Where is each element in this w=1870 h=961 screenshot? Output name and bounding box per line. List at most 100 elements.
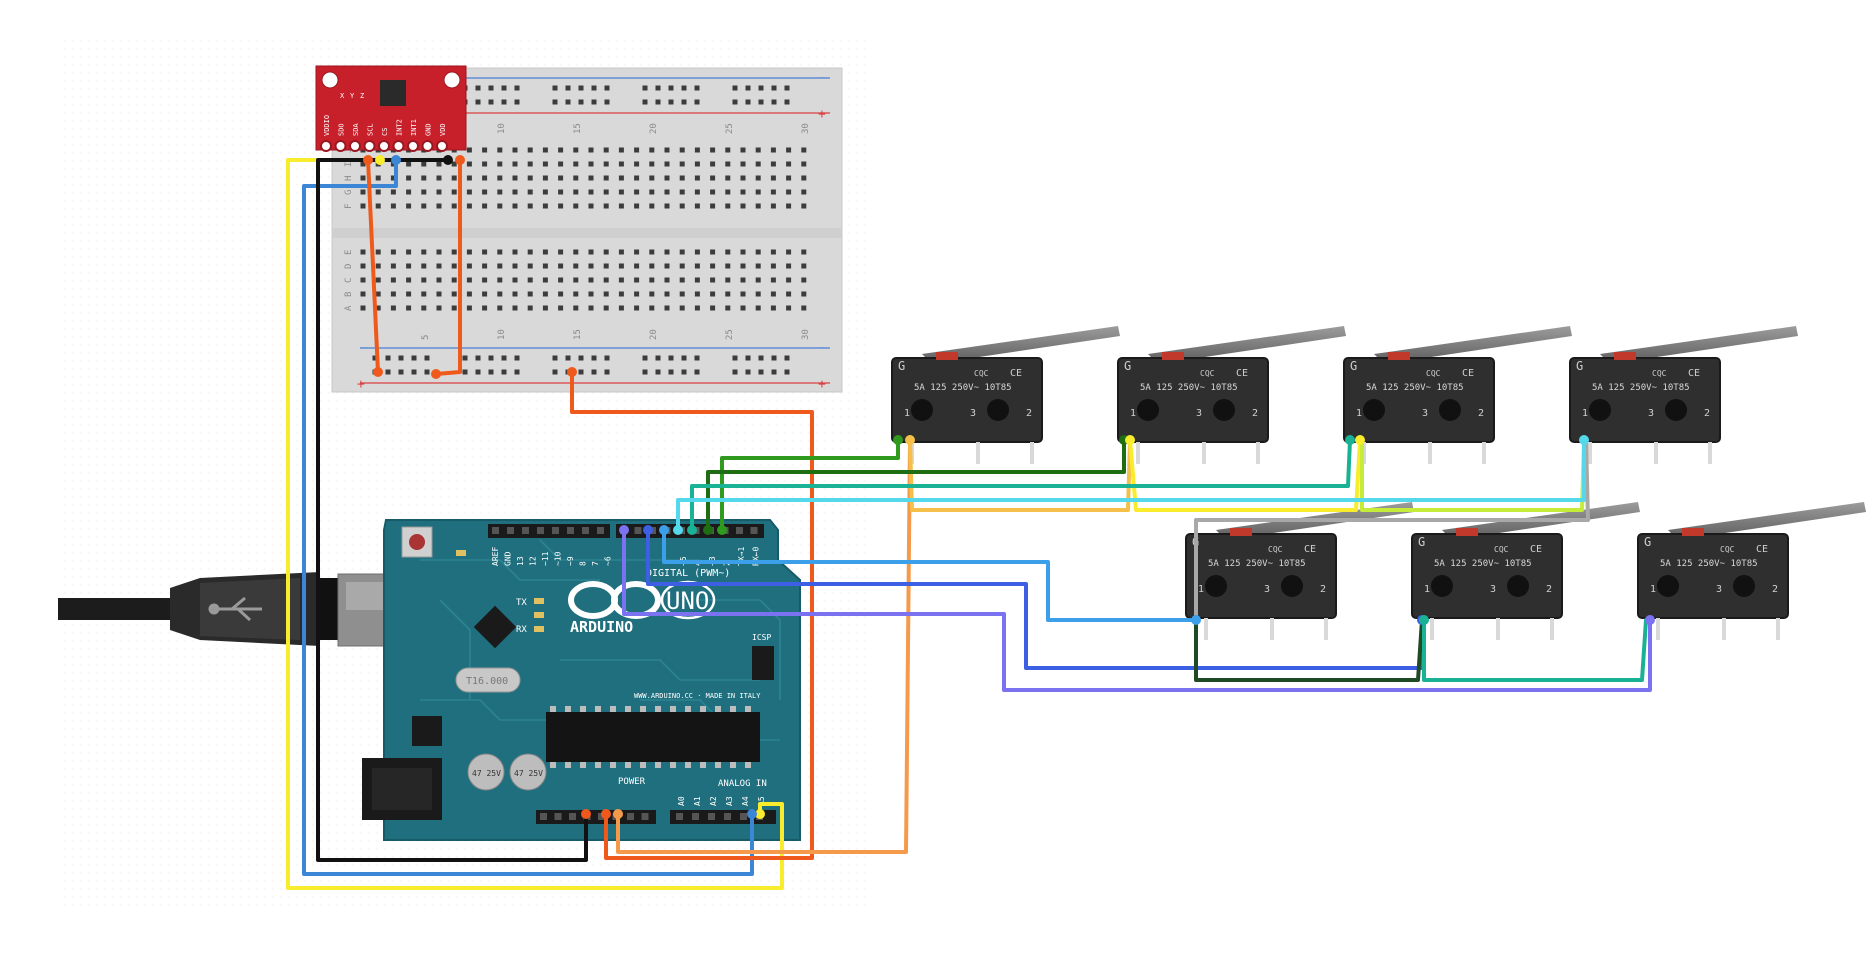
breadboard-hole — [786, 189, 792, 195]
breadboard-hole — [801, 291, 807, 297]
header-pin — [750, 527, 758, 534]
breadboard-hole — [421, 189, 427, 195]
switch-rating: 5A 125 250V~ 10T85 — [1592, 383, 1690, 393]
breadboard-hole — [497, 305, 503, 311]
breadboard-hole — [542, 203, 548, 209]
breadboard-hole — [618, 175, 624, 181]
rail-hole — [488, 355, 494, 361]
sensor-pin-label: SDO — [338, 123, 346, 136]
breadboard-hole — [664, 263, 670, 269]
switch-mount-hole — [1657, 575, 1679, 597]
breadboard-hole — [801, 147, 807, 153]
chip-pin — [655, 762, 661, 768]
breadboard-hole — [482, 277, 488, 283]
switch-g-mark: G — [1350, 359, 1357, 373]
switch-lever — [922, 326, 1120, 364]
analog-pin-label: A0 — [677, 796, 686, 806]
breadboard-hole — [634, 249, 640, 255]
column-number: 20 — [649, 329, 659, 340]
breadboard-hole — [725, 249, 731, 255]
axis-label: X — [340, 92, 345, 100]
breadboard-hole — [618, 277, 624, 283]
breadboard-hole — [755, 291, 761, 297]
wire-endpoint — [391, 155, 401, 165]
breadboard-hole — [542, 263, 548, 269]
breadboard-hole — [694, 263, 700, 269]
switch-rating: 5A 125 250V~ 10T85 — [1660, 559, 1758, 569]
row-letter: A — [344, 305, 354, 311]
breadboard-hole — [725, 263, 731, 269]
column-number: 5 — [421, 335, 431, 340]
breadboard-hole — [664, 189, 670, 195]
breadboard-hole — [588, 203, 594, 209]
breadboard-hole — [786, 305, 792, 311]
chip-pin — [610, 762, 616, 768]
chip-pin — [670, 706, 676, 712]
switch-ce-mark: CE — [1530, 544, 1542, 555]
breadboard-hole — [618, 203, 624, 209]
breadboard-hole — [451, 175, 457, 181]
breadboard-hole — [375, 277, 381, 283]
column-number: 25 — [725, 123, 735, 134]
header-pin — [692, 813, 699, 820]
breadboard-hole — [421, 161, 427, 167]
breadboard-hole — [679, 147, 685, 153]
rail-hole — [771, 99, 777, 105]
breadboard-hole — [451, 189, 457, 195]
rail-hole — [784, 85, 790, 91]
rail-hole — [668, 369, 674, 375]
breadboard-hole — [573, 203, 579, 209]
breadboard-hole — [694, 189, 700, 195]
breadboard-hole — [786, 249, 792, 255]
switch-terminal-label: 1 — [1356, 408, 1362, 419]
breadboard-hole — [740, 291, 746, 297]
breadboard-hole — [451, 277, 457, 283]
breadboard-hole — [527, 161, 533, 167]
switch-terminal — [1656, 618, 1660, 640]
rail-hole — [642, 85, 648, 91]
header-pin — [598, 813, 605, 820]
breadboard-hole — [603, 189, 609, 195]
wire-endpoint — [567, 367, 577, 377]
breadboard-hole — [634, 291, 640, 297]
switch-mount-hole — [1439, 399, 1461, 421]
breadboard-hole — [390, 291, 396, 297]
row-letter: I — [344, 162, 354, 167]
breadboard-hole — [573, 277, 579, 283]
capacitor-2 — [509, 753, 547, 791]
switch-body — [1570, 358, 1720, 442]
breadboard-hole — [512, 249, 518, 255]
breadboard-hole — [497, 277, 503, 283]
breadboard-hole — [497, 147, 503, 153]
rail-hole — [501, 85, 507, 91]
breadboard-hole — [664, 161, 670, 167]
breadboard-hole — [588, 147, 594, 153]
breadboard-hole — [664, 147, 670, 153]
switch-terminal — [1776, 618, 1780, 640]
wire-endpoint — [643, 525, 653, 535]
breadboard-hole — [406, 175, 412, 181]
breadboard-hole — [801, 263, 807, 269]
breadboard-hole — [770, 189, 776, 195]
breadboard-hole — [466, 189, 472, 195]
breadboard-hole — [558, 189, 564, 195]
chip-pin — [715, 706, 721, 712]
breadboard-hole — [436, 305, 442, 311]
rail-hole — [424, 369, 430, 375]
sensor-pin — [436, 140, 448, 152]
breadboard-hole — [603, 263, 609, 269]
wire-endpoint — [375, 155, 385, 165]
switch-plunger — [1162, 352, 1184, 360]
switch-cqc-mark: CQC — [1652, 369, 1667, 378]
rail-hole — [578, 85, 584, 91]
breadboard-hole — [770, 203, 776, 209]
breadboard-hole — [801, 277, 807, 283]
wire-endpoint — [363, 155, 373, 165]
breadboard-hole — [740, 203, 746, 209]
breadboard-hole — [710, 305, 716, 311]
analog-label: ANALOG IN — [718, 779, 767, 789]
bottom-minus-label: − — [360, 341, 368, 356]
usb-icon — [208, 596, 262, 622]
switch-cqc-mark: CQC — [1426, 369, 1441, 378]
breadboard-hole — [421, 203, 427, 209]
